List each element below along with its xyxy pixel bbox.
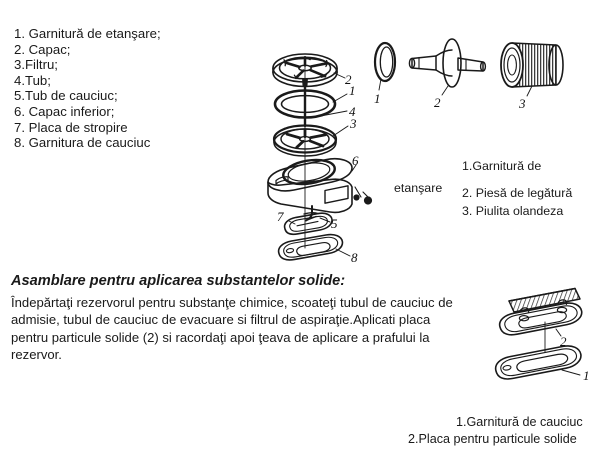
callout-8: 8	[351, 250, 358, 265]
parts-list-item: 6. Capac inferior;	[14, 103, 115, 119]
legend-tr-line-1-continuation: etanşare	[394, 181, 443, 195]
legend-bottom-right: 1.Garnitură de cauciuc 2.Placa pentru pa…	[404, 414, 612, 448]
legend-br-line-1: 1.Garnitură de cauciuc	[456, 415, 583, 429]
part-screws	[353, 186, 373, 205]
legend-tr-line-3: 3. Piulita olandeza	[462, 204, 564, 218]
assembly-body: Îndepărtaţi rezervorul pentru substanţe …	[11, 295, 453, 363]
part-cap	[272, 53, 338, 88]
parts-list-item: 4.Tub;	[14, 72, 51, 88]
callout-3: 3	[349, 116, 357, 131]
legend-tr-line-1: 1.Garnitură de	[462, 159, 542, 173]
legend-tr-line-2: 2. Piesă de legătură	[462, 186, 573, 200]
parts-list: 1. Garnitură de etanşare; 2. Capac; 3.Fi…	[14, 26, 254, 151]
callout-tr-3: 3	[518, 96, 526, 111]
part-oring: 1	[373, 41, 397, 106]
callout-2: 2	[345, 72, 352, 87]
legend-br-line-2: 2.Placa pentru particule solide	[408, 432, 577, 446]
parts-list-item: 5.Tub de cauciuc;	[14, 88, 118, 104]
legend-top-right: 1.Garnitură de etanşare 2. Piesă de legă…	[394, 157, 612, 220]
assembly-title: Asamblare pentru aplicarea substantelor …	[11, 273, 346, 289]
part-filter	[272, 124, 338, 157]
part-union-nut: 3	[500, 42, 564, 111]
part-rubber-gasket-plate	[277, 233, 344, 261]
parts-list-item: 2. Capac;	[14, 41, 71, 57]
part-spray-plate	[283, 212, 333, 236]
callout-tr-2: 2	[434, 95, 441, 110]
assembly-instructions: Asamblare pentru aplicarea substantelor …	[11, 272, 459, 364]
callout-4: 4	[349, 104, 356, 119]
parts-list-item: 3.Filtru;	[14, 57, 58, 73]
callout-7: 7	[277, 209, 284, 224]
part-sealing-ring	[273, 89, 337, 119]
solid-plate-assembly-group: 2 1	[494, 287, 590, 383]
main-leader-lines	[288, 72, 357, 257]
connector-parts-group: 1 2	[373, 38, 564, 111]
part-rubber-hose	[303, 212, 319, 222]
parts-list-item: 8. Garnitura de cauciuc	[14, 135, 151, 151]
callout-br-2: 2	[560, 334, 567, 349]
part-lower-cover	[267, 157, 353, 222]
callout-5: 5	[331, 216, 338, 231]
parts-list-item: 1. Garnitură de etanşare;	[14, 26, 161, 41]
callout-tr-1: 1	[374, 91, 381, 106]
callout-1: 1	[349, 83, 356, 98]
callout-6: 6	[352, 153, 359, 168]
part-connector: 2	[408, 38, 487, 110]
part-bottom-gasket	[494, 345, 582, 380]
parts-list-item: 7. Placa de stropire	[14, 119, 128, 135]
main-exploded-assembly: 2 1 4 3 6 5 7 8	[267, 53, 373, 265]
part-solid-plate	[498, 299, 583, 336]
part-dust-screen	[508, 287, 581, 313]
main-callout-numbers: 2 1 4 3 6 5 7 8	[277, 72, 359, 265]
callout-br-1: 1	[583, 368, 590, 383]
